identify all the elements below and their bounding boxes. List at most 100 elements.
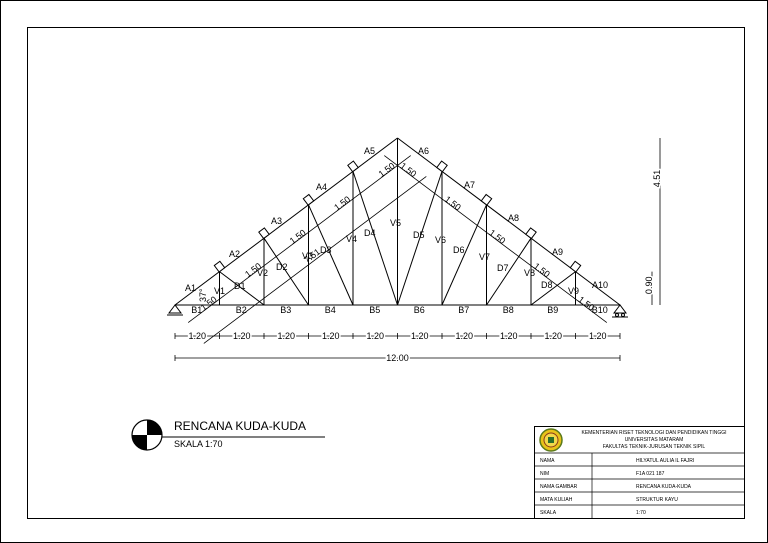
panel-dim: 1.20: [322, 331, 340, 341]
angle-label: 37°: [198, 288, 208, 302]
total-span-dim: 12.00: [386, 353, 409, 363]
bottom-label: B8: [503, 305, 514, 315]
purlin-block: [258, 227, 270, 240]
panel-dim: 1.20: [544, 331, 562, 341]
panel-dim: 1.20: [277, 331, 295, 341]
truss-members: [174, 137, 621, 306]
purlin-block: [436, 160, 448, 173]
purlin-block: [480, 193, 493, 206]
diagonal-label: D6: [453, 245, 465, 255]
bottom-label: B4: [325, 305, 336, 315]
left-rafter: [174, 137, 398, 306]
diagonal-member: [219, 271, 265, 306]
vertical-label: V1: [214, 286, 225, 296]
panel-dim: 1.20: [589, 331, 607, 341]
support-triangle: [613, 304, 627, 314]
support-triangle: [168, 304, 182, 314]
panel-dim: 1.20: [411, 331, 429, 341]
bottom-label: B5: [369, 305, 380, 315]
height-dim: 4.51: [652, 170, 662, 188]
purlin-rect: [213, 260, 226, 273]
purlin-rect: [436, 160, 448, 173]
header-faculty: FAKULTAS TEKNIK-JURUSAN TEKNIK SIPIL: [603, 444, 706, 450]
diagonal-member: [441, 204, 487, 306]
purlin-block: [569, 260, 582, 273]
left-segment-dim: 1.50: [377, 161, 397, 180]
header-university: UNIVERSITAS MATARAM: [625, 437, 684, 443]
bottom-label: B10: [592, 305, 608, 315]
panel-dim: 1.20: [188, 331, 206, 341]
row-label-skala: SKALA: [540, 510, 557, 516]
diagonal-member: [486, 237, 532, 306]
vertical-label: V6: [435, 235, 446, 245]
purlin-rect: [302, 193, 315, 206]
diagonal-member: [308, 204, 354, 306]
vertical-label: V3: [302, 251, 313, 261]
section-symbol: [131, 419, 325, 451]
purlin-rect: [258, 227, 270, 240]
purlin-block: [525, 227, 537, 240]
header-ministry: KEMENTERIAN RISET TEKNOLOGI DAN PENDIDIK…: [581, 430, 726, 436]
right-rafter: [397, 137, 621, 306]
first-vertical-dim: 0.90: [644, 277, 654, 295]
purlin-rect: [347, 160, 359, 173]
row-label-nim: NIM: [540, 471, 549, 477]
diagonal-label: D8: [541, 280, 553, 290]
bottom-label: B3: [280, 305, 291, 315]
purlin-rect: [480, 193, 493, 206]
left-total-dim-line: [203, 176, 427, 344]
left-segment-dim: 1.50: [288, 227, 308, 246]
chord-label: A10: [592, 280, 608, 290]
bottom-label: B2: [236, 305, 247, 315]
row-value-nama-gambar: RENCANA KUDA-KUDA: [636, 484, 692, 490]
dimension-lines: [174, 138, 661, 361]
purlin-block: [302, 193, 315, 206]
row-value-mata-kuliah: STRUKTUR KAYU: [636, 497, 678, 503]
diagonal-label: D3: [320, 245, 332, 255]
right-segment-dim-line: [384, 155, 608, 323]
diagonal-member: [530, 271, 576, 306]
panel-dim: 1.20: [233, 331, 251, 341]
diagonal-label: D7: [497, 263, 509, 273]
chord-label: A6: [418, 146, 429, 156]
panel-dim: 1.20: [366, 331, 384, 341]
diagonal-label: D2: [276, 262, 288, 272]
row-label-nama: NAMA: [540, 458, 555, 464]
left-segment-dim: 1.50: [332, 194, 352, 213]
legend-title: RENCANA KUDA-KUDA: [174, 419, 306, 433]
purlin-block: [213, 260, 226, 273]
left-segment-dim-line: [187, 155, 411, 323]
vertical-label: V8: [524, 268, 535, 278]
roller-wheel: [621, 313, 625, 317]
right-segment-dim: 1.50: [443, 194, 463, 213]
dimension-labels: 1.501.501.501.501.507.511.501.501.501.50…: [187, 161, 664, 365]
roller-support: [612, 304, 628, 318]
row-value-skala: 1:70: [636, 510, 646, 516]
bottom-label: B1: [191, 305, 202, 315]
chord-label: A8: [508, 213, 519, 223]
vertical-label: V4: [346, 234, 357, 244]
right-segment-dim: 1.50: [487, 227, 507, 246]
right-segment-dim: 1.50: [398, 161, 418, 180]
vertical-label: V5: [390, 218, 401, 228]
diagonal-label: D5: [413, 230, 425, 240]
panel-dim: 1.20: [500, 331, 518, 341]
chord-label: A7: [464, 180, 475, 190]
vertical-label: V9: [568, 286, 579, 296]
pin-support: [167, 304, 183, 316]
bottom-label: B9: [547, 305, 558, 315]
purlin-block: [347, 160, 359, 173]
university-logo: [539, 428, 563, 452]
chord-label: A5: [364, 146, 375, 156]
diagonal-label: D1: [234, 281, 246, 291]
diagonal-member: [352, 171, 398, 306]
bottom-label: B6: [414, 305, 425, 315]
chord-label: A1: [185, 283, 196, 293]
chord-label: A4: [316, 182, 327, 192]
purlin-rect: [525, 227, 537, 240]
vertical-label: V2: [257, 268, 268, 278]
purlin-rect: [569, 260, 582, 273]
